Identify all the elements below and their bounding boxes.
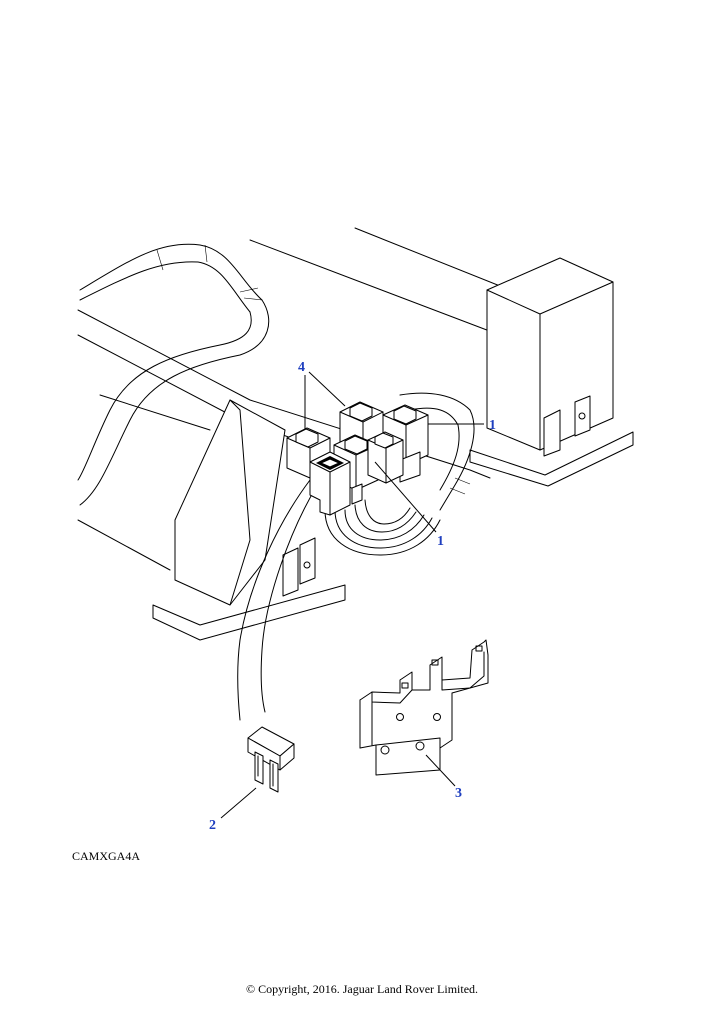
- left-pedestal: [152, 399, 346, 641]
- relay-connectors: [286, 401, 429, 516]
- callout-1-upper: 1: [489, 418, 496, 433]
- copyright-notice: © Copyright, 2016. Jaguar Land Rover Lim…: [245, 982, 479, 996]
- callout-1-lower: 1: [437, 534, 444, 549]
- drawing-code: CAMXGA4A: [72, 849, 141, 863]
- wire-bundle: [324, 499, 441, 556]
- leader-lines: [220, 371, 484, 819]
- link-bar: [359, 639, 489, 776]
- callout-2: 2: [209, 818, 216, 833]
- callout-4: 4: [298, 360, 305, 375]
- callout-3: 3: [455, 786, 462, 801]
- blade-fuse: [247, 726, 295, 793]
- flying-leads: [237, 479, 319, 721]
- wiring-harness: [77, 243, 475, 511]
- right-pedestal: [469, 257, 634, 487]
